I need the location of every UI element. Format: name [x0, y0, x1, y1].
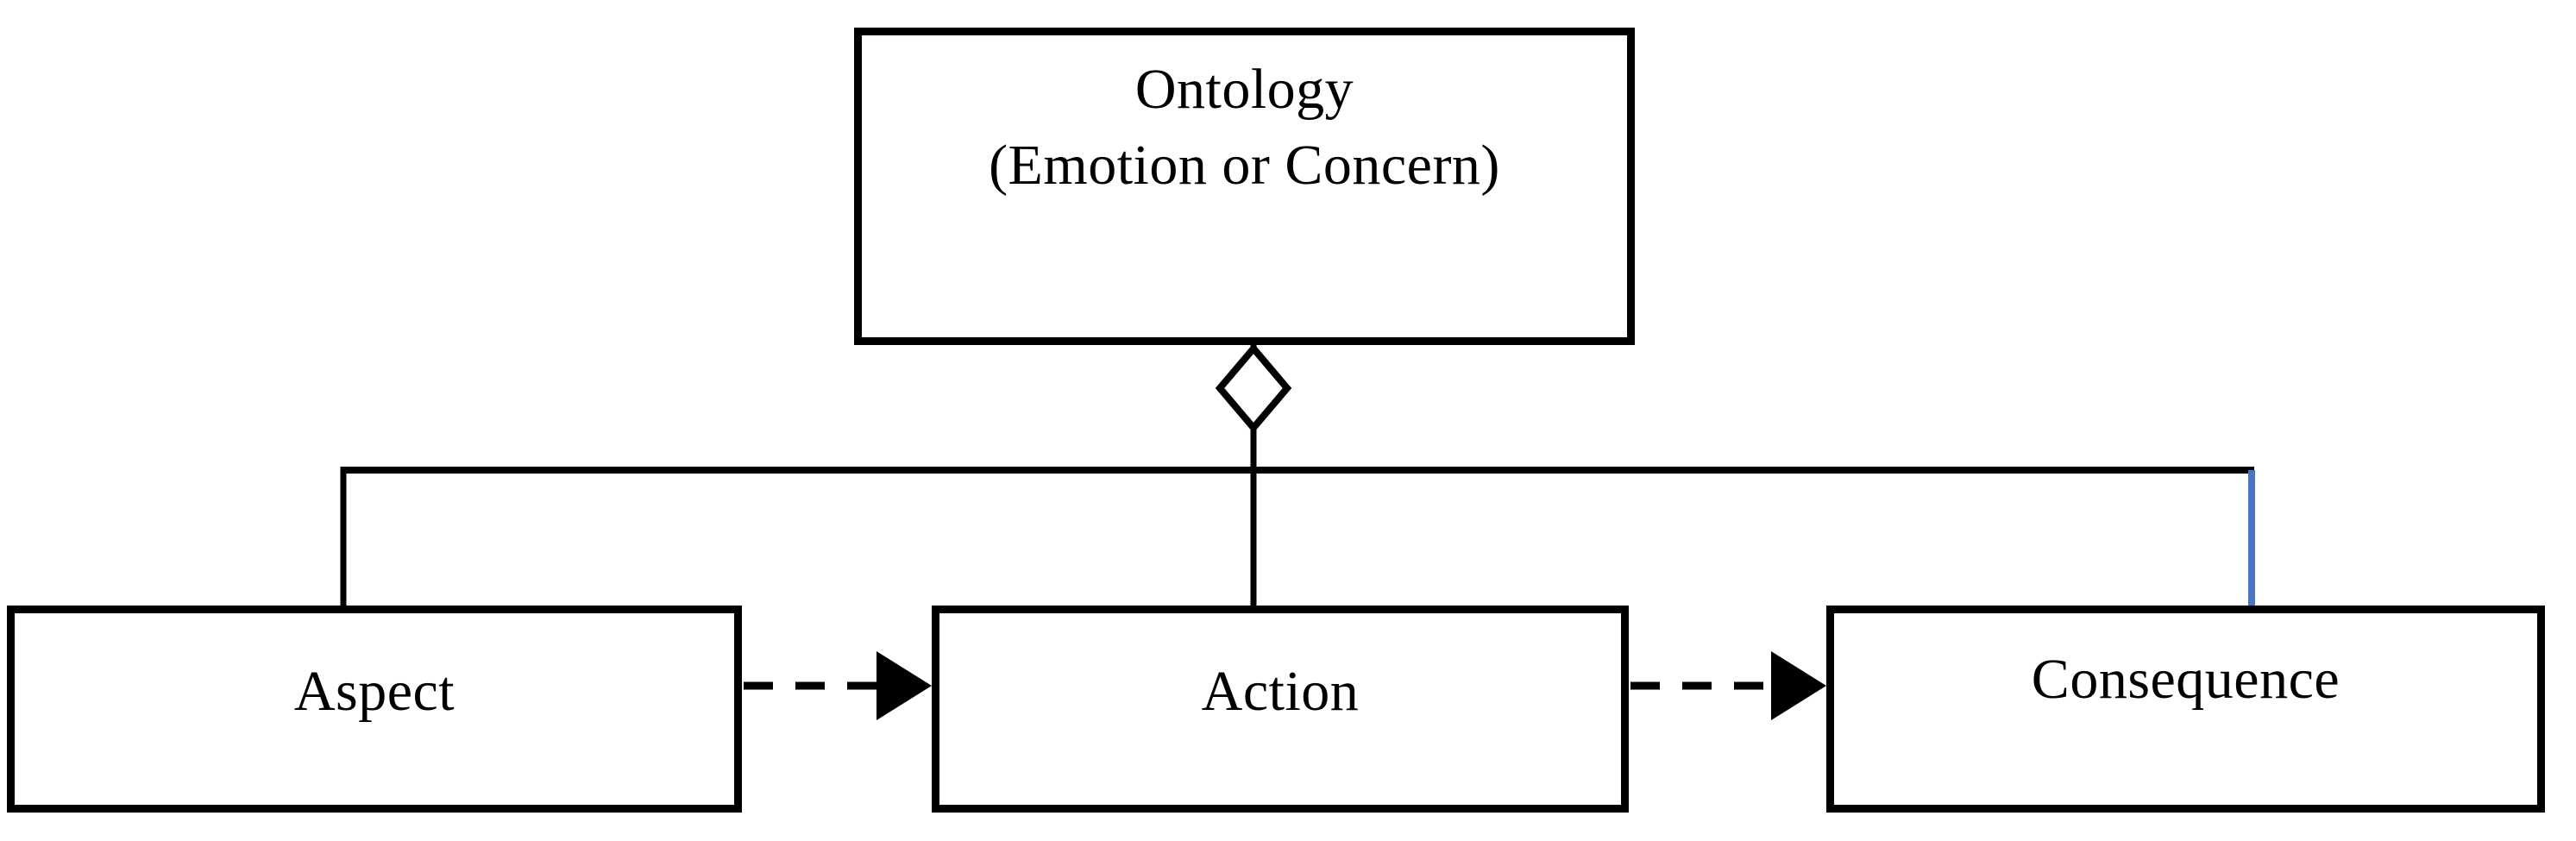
- node-action-label: Action: [1201, 660, 1360, 723]
- arrowhead-action-consequence-icon: [1771, 651, 1826, 720]
- arrowhead-aspect-action-icon: [876, 651, 932, 720]
- node-consequence[interactable]: Consequence: [1826, 606, 2545, 813]
- node-action[interactable]: Action: [932, 606, 1629, 813]
- node-consequence-label: Consequence: [2031, 648, 2340, 711]
- node-ontology-subtitle: (Emotion or Concern): [989, 134, 1500, 197]
- node-ontology-title: Ontology: [1134, 58, 1354, 121]
- node-ontology[interactable]: Ontology (Emotion or Concern): [854, 28, 1635, 345]
- aggregation-diamond-icon: [1215, 342, 1292, 434]
- node-aspect[interactable]: Aspect: [7, 606, 742, 813]
- node-aspect-label: Aspect: [293, 660, 456, 723]
